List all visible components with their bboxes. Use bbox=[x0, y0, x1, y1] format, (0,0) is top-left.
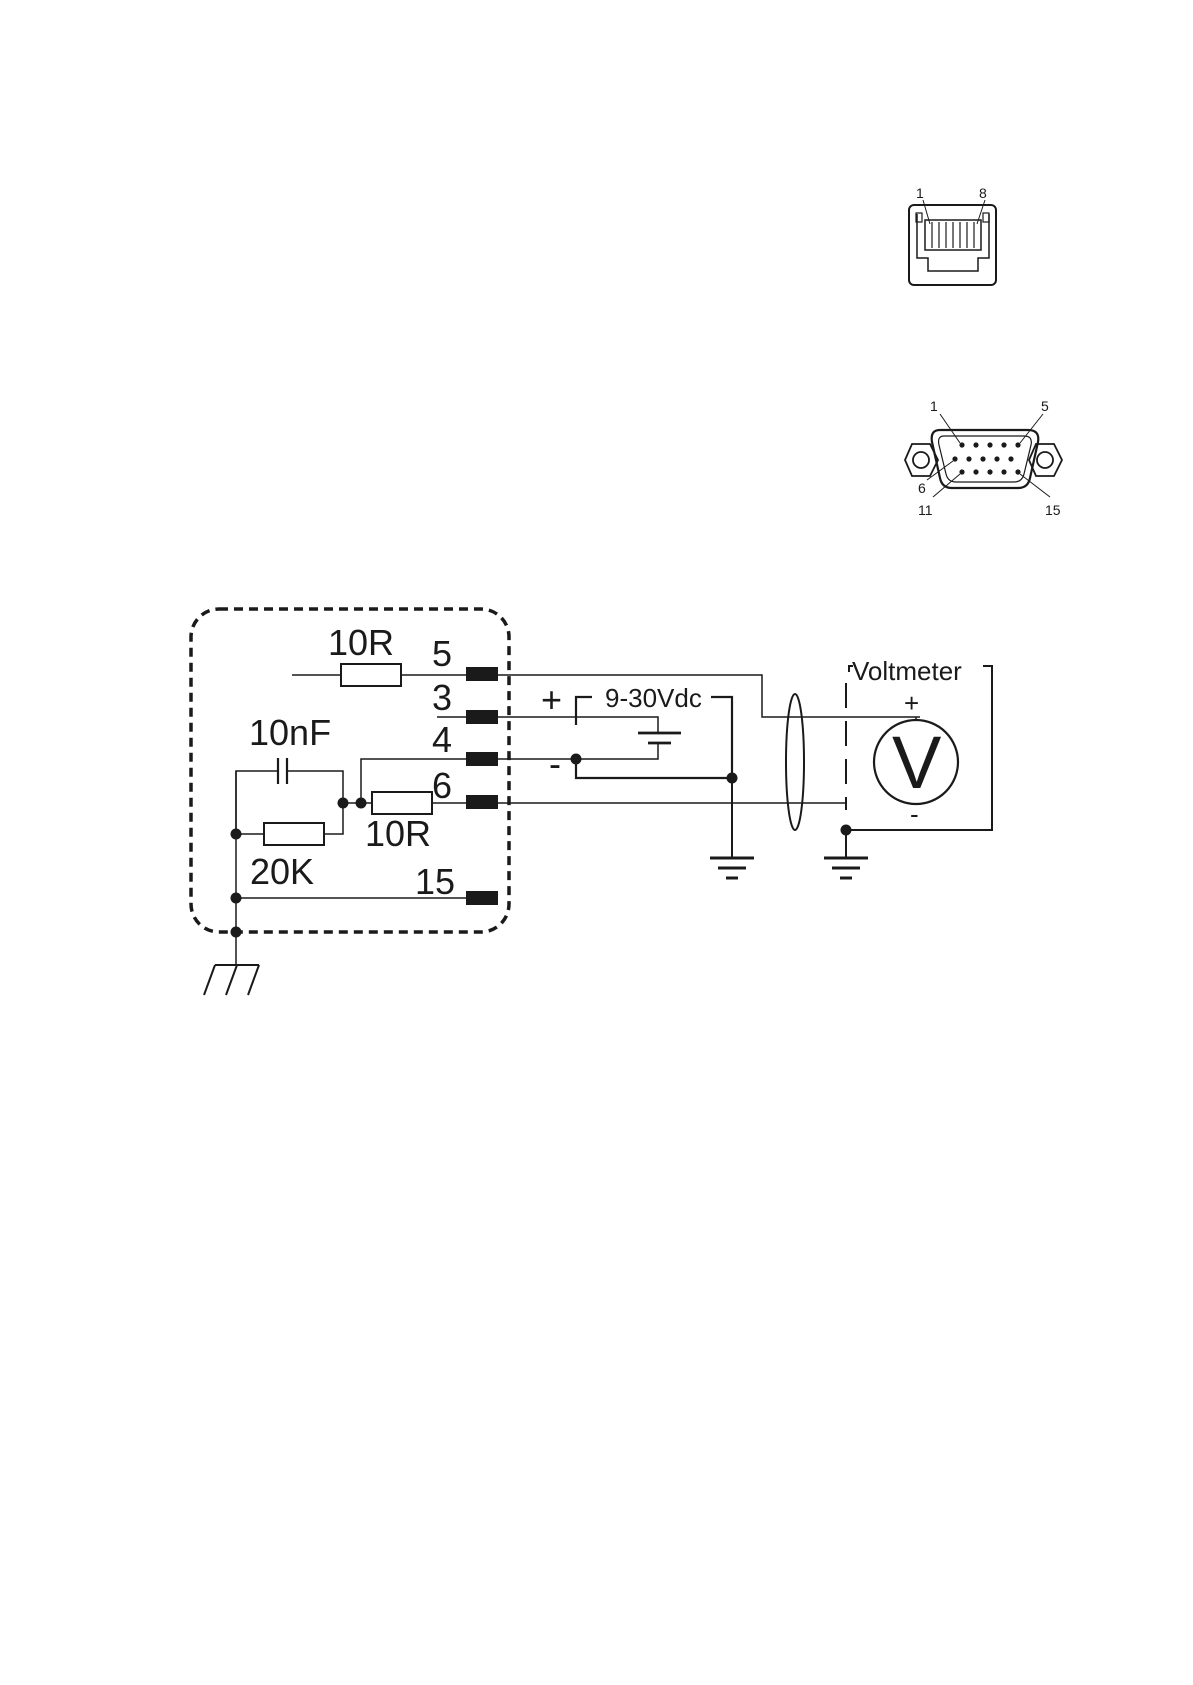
resistor-20k-label: 20K bbox=[250, 851, 314, 892]
pin-15-terminal bbox=[466, 891, 498, 905]
pin-4-label: 4 bbox=[432, 719, 452, 760]
resistor-10r-bottom-label: 10R bbox=[365, 813, 431, 854]
resistor-10r-top bbox=[341, 664, 401, 686]
dsub15-pin-11-label: 11 bbox=[918, 502, 933, 518]
rj45-pin-8-label: 8 bbox=[979, 185, 987, 201]
dsub15-pin-15-label: 15 bbox=[1045, 502, 1061, 518]
pin-4-terminal bbox=[466, 752, 498, 766]
pin-6-label: 6 bbox=[432, 765, 452, 806]
dsub15-pin-5-label: 5 bbox=[1041, 398, 1049, 414]
pin-6-terminal bbox=[466, 795, 498, 809]
capacitor-10nf-label: 10nF bbox=[249, 712, 331, 753]
resistor-10r-bottom bbox=[372, 792, 432, 814]
voltmeter-symbol: V bbox=[892, 721, 942, 804]
pin-5-terminal bbox=[466, 667, 498, 681]
supply-voltage-label: 9-30Vdc bbox=[605, 683, 702, 713]
meter-ground-icon bbox=[824, 858, 868, 878]
pin-15-label: 15 bbox=[415, 861, 455, 902]
rj45-connector-icon: 1 8 bbox=[909, 185, 996, 285]
supply-ground-icon bbox=[710, 858, 754, 878]
supply-plus-label: + bbox=[541, 679, 562, 720]
supply-minus-label: - bbox=[549, 743, 561, 784]
cable-shield-icon bbox=[786, 694, 804, 830]
chassis-ground-icon bbox=[204, 965, 259, 995]
rj45-pin-1-label: 1 bbox=[916, 185, 924, 201]
pin-3-terminal bbox=[466, 710, 498, 724]
meter-plus-label: + bbox=[904, 688, 919, 718]
pin-5-label: 5 bbox=[432, 633, 452, 674]
dsub15-pin-6-label: 6 bbox=[918, 480, 926, 496]
dsub15-pin-1-label: 1 bbox=[930, 398, 938, 414]
pin-3-label: 3 bbox=[432, 677, 452, 718]
dsub15-connector-icon: 1 5 6 11 15 bbox=[905, 398, 1062, 518]
voltmeter-label: Voltmeter bbox=[852, 656, 962, 686]
resistor-20k bbox=[264, 823, 324, 845]
resistor-10r-top-label: 10R bbox=[328, 622, 394, 663]
